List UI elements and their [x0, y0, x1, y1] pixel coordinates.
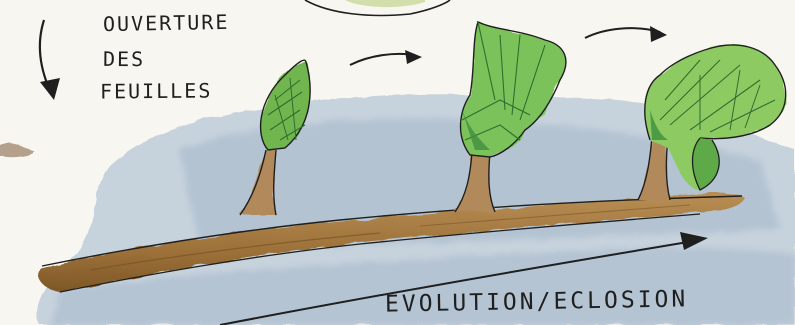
caption-line-1: OUVERTURE	[103, 10, 230, 36]
arrow-right-icon	[350, 50, 422, 65]
top-bud-fragment	[305, 0, 450, 15]
arrow-down-icon	[40, 20, 60, 100]
caption-bottom: EVOLUTION/ECLOSION	[385, 286, 689, 317]
arrow-right-icon	[585, 26, 667, 42]
caption-line-2: DES	[103, 47, 145, 71]
caption-line-3: FEUILLES	[100, 79, 213, 104]
left-smudge	[0, 143, 35, 157]
